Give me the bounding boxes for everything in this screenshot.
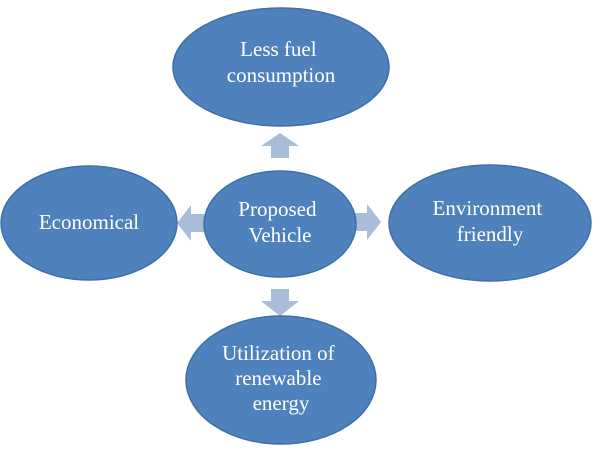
arrow-right-icon <box>354 204 381 240</box>
node-label-line: Economical <box>39 210 139 234</box>
node-label-line: energy <box>253 391 310 415</box>
node-label: Economical <box>39 210 139 234</box>
arrow-down-icon <box>261 289 299 316</box>
arrow-up-icon <box>261 133 299 158</box>
node-label-line: Utilization of <box>222 341 335 365</box>
node-label: Proposed Vehicle <box>238 197 321 247</box>
node-label-line: Less fuel <box>240 37 317 61</box>
node-label-line: renewable <box>235 366 321 390</box>
node-shape <box>172 7 390 127</box>
node-utilization-of-renewable-energy: Utilization of renewable energy <box>185 315 377 445</box>
node-label-line: Environment <box>433 196 543 220</box>
node-shape <box>388 164 592 282</box>
node-economical: Economical <box>0 165 178 281</box>
node-label-line: Proposed <box>238 197 317 221</box>
node-label: Environment friendly <box>433 196 548 246</box>
node-proposed-vehicle: Proposed Vehicle <box>203 170 357 278</box>
node-label-line: Vehicle <box>249 223 312 247</box>
arrow-left-icon <box>177 205 204 241</box>
node-label: Less fuel consumption <box>227 37 336 87</box>
node-label-line: friendly <box>457 222 524 246</box>
node-shape <box>185 315 377 445</box>
node-environment-friendly: Environment friendly <box>388 164 592 282</box>
node-less-fuel-consumption: Less fuel consumption <box>172 7 390 127</box>
node-shape <box>203 170 357 278</box>
node-shape <box>0 165 178 281</box>
node-label: Utilization of renewable energy <box>222 341 340 415</box>
node-label-line: consumption <box>227 63 336 87</box>
